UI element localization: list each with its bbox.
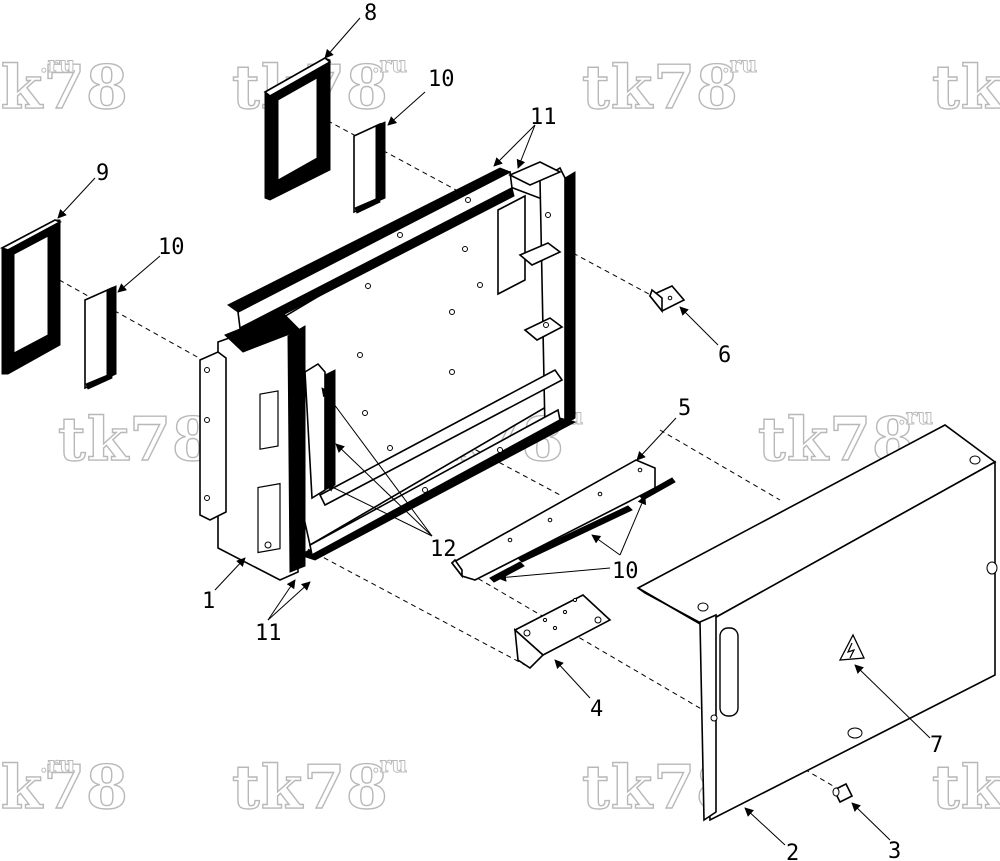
leader-lines [57, 17, 931, 846]
part-10-strip-bottom [489, 477, 676, 583]
callout-labels: 8 10 9 10 11 6 5 12 10 1 11 4 7 2 3 [96, 1, 943, 861]
watermark: tk78 [931, 752, 1000, 823]
part-4-angle-bracket [513, 594, 612, 670]
callout-3: 3 [888, 839, 901, 861]
part-8-rubber-frame [263, 57, 332, 201]
svg-text:.ru: .ru [722, 52, 757, 78]
part-7-warning-sign [838, 633, 865, 661]
callout-2: 2 [786, 841, 799, 861]
svg-text:.ru: .ru [40, 52, 75, 78]
svg-text:tk78: tk78 [932, 753, 1000, 823]
watermark: tk78.ru [0, 52, 129, 124]
part-6-bracket [648, 285, 686, 314]
part-3-screw [832, 782, 854, 804]
callout-10: 10 [428, 67, 455, 92]
svg-text:tk78: tk78 [582, 53, 739, 123]
part-9-rubber-frame [0, 219, 62, 375]
callout-11: 11 [530, 105, 557, 130]
watermark: tk78 [931, 52, 1000, 123]
part-1-housing [199, 161, 577, 581]
callout-11: 11 [255, 621, 282, 646]
callout-1: 1 [202, 589, 215, 614]
callout-5: 5 [678, 396, 691, 421]
watermark: tk78.ru [0, 752, 129, 824]
watermark: tk78.ru [231, 752, 407, 824]
callout-4: 4 [590, 697, 603, 722]
svg-text:tk78: tk78 [932, 53, 1000, 123]
svg-text:tk78: tk78 [0, 753, 129, 823]
callout-10: 10 [612, 559, 639, 584]
callout-8: 8 [364, 1, 377, 26]
svg-text:tk78: tk78 [0, 53, 129, 123]
callout-6: 6 [718, 343, 731, 368]
callout-10: 10 [158, 235, 185, 260]
svg-text:.ru: .ru [898, 404, 933, 430]
svg-text:.ru: .ru [372, 752, 407, 778]
callout-12: 12 [430, 537, 457, 562]
part-2-cover [636, 424, 998, 822]
part-10-strip-left [84, 285, 117, 390]
svg-text:tk78: tk78 [232, 753, 389, 823]
svg-text:tk78: tk78 [58, 405, 215, 475]
callout-7: 7 [930, 733, 943, 758]
part-10-strip-top [353, 121, 386, 214]
watermark: tk78.ru [581, 52, 757, 124]
svg-text:.ru: .ru [40, 752, 75, 778]
callout-9: 9 [96, 161, 109, 186]
svg-text:.ru: .ru [372, 52, 407, 78]
